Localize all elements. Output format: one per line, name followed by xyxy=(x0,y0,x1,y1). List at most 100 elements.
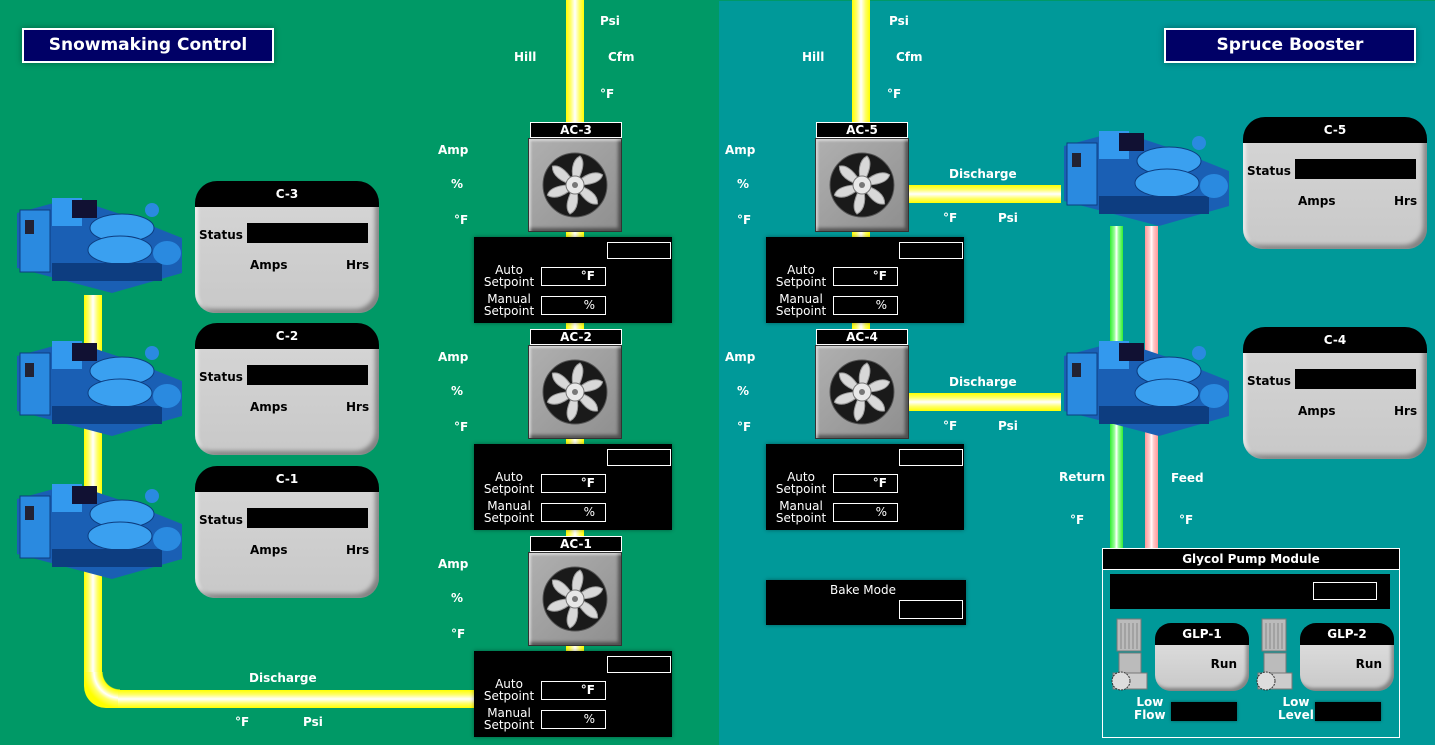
ac2-auto-setpoint-input[interactable]: °F xyxy=(541,474,606,493)
auto-label: Auto xyxy=(787,263,815,277)
amps-label: Amps xyxy=(1298,194,1336,208)
fan-icon xyxy=(542,566,608,632)
spruce-booster-title: Spruce Booster xyxy=(1164,28,1416,63)
ac3-manual-setpoint-input[interactable]: % xyxy=(541,296,606,315)
auto-label: Auto xyxy=(787,470,815,484)
discharge-pipe xyxy=(118,690,474,708)
ac4-amp-label: Amp xyxy=(725,350,756,364)
status-label: Status xyxy=(199,228,243,242)
glycol-status-display xyxy=(1110,574,1390,609)
compressor-card-c5[interactable]: C-5 Status Amps Hrs xyxy=(1243,117,1427,251)
pump-card-glp2[interactable]: GLP-2 Run xyxy=(1300,623,1394,691)
ac5-fan-button[interactable] xyxy=(815,138,909,232)
status-label: Status xyxy=(1247,374,1291,388)
return-label: Return xyxy=(1059,470,1106,484)
setpoint-label: Setpoint xyxy=(483,718,535,732)
ac5-temp-label: °F xyxy=(737,213,752,227)
ac4-auto-setpoint-input[interactable]: °F xyxy=(833,474,898,493)
setpoint-label: Setpoint xyxy=(483,689,535,703)
ac1-status-field[interactable] xyxy=(607,656,671,673)
hill-temp-label: °F xyxy=(887,87,902,101)
compressor-card-c3[interactable]: C-3 Status Amps Hrs xyxy=(195,181,379,315)
ac1-temp-label: °F xyxy=(451,627,466,641)
ac5-amp-label: Amp xyxy=(725,143,756,157)
auto-label: Auto xyxy=(495,470,523,484)
ac4-discharge-pipe xyxy=(909,393,1061,411)
low-level-indicator xyxy=(1315,702,1381,721)
fan-icon xyxy=(829,359,895,425)
ac5-status-field[interactable] xyxy=(899,242,963,259)
compressor-card-c4[interactable]: C-4 Status Amps Hrs xyxy=(1243,327,1427,461)
pump-card-glp1[interactable]: GLP-1 Run xyxy=(1155,623,1249,691)
fan-icon xyxy=(542,152,608,218)
fan-icon xyxy=(542,359,608,425)
ac2-temp-label: °F xyxy=(454,420,469,434)
compressor-c3-image xyxy=(17,198,182,293)
ac1-tag: AC-1 xyxy=(530,536,622,552)
compressor-name: C-4 xyxy=(1243,327,1427,353)
manual-label: Manual xyxy=(779,499,823,513)
hrs-label: Hrs xyxy=(346,258,370,272)
ac3-pct-label: % xyxy=(451,177,464,191)
auto-label: Auto xyxy=(495,677,523,691)
setpoint-label: Setpoint xyxy=(775,304,827,318)
compressor-card-c1[interactable]: C-1 Status Amps Hrs xyxy=(195,466,379,600)
hrs-label: Hrs xyxy=(1394,404,1418,418)
spruce-booster-pane: Spruce Booster Psi Hill Cfm °F Discharge… xyxy=(719,0,1435,745)
pipe-segment xyxy=(852,322,870,332)
pump-name: GLP-2 xyxy=(1300,623,1394,645)
ac2-fan-button[interactable] xyxy=(528,345,622,439)
low-flow-indicator xyxy=(1171,702,1237,721)
ac2-status-field[interactable] xyxy=(607,449,671,466)
ac3-fan-button[interactable] xyxy=(528,138,622,232)
hill-label: Hill xyxy=(514,50,537,64)
bake-mode-field[interactable] xyxy=(899,600,963,619)
fan-icon xyxy=(829,152,895,218)
snowmaking-control-title: Snowmaking Control xyxy=(22,28,274,63)
ac1-pct-label: % xyxy=(451,591,464,605)
ac3-amp-label: Amp xyxy=(438,143,469,157)
status-label: Status xyxy=(199,513,243,527)
ac1-fan-button[interactable] xyxy=(528,552,622,646)
ac3-status-field[interactable] xyxy=(607,242,671,259)
setpoint-label: Setpoint xyxy=(483,304,535,318)
manual-label: Manual xyxy=(487,499,531,513)
glycol-pump-module: Glycol Pump Module GLP-1 Run GLP-2 xyxy=(1102,548,1400,738)
compressor-card-c2[interactable]: C-2 Status Amps Hrs xyxy=(195,323,379,457)
setpoint-label: Setpoint xyxy=(775,482,827,496)
hill-psi-label: Psi xyxy=(889,14,909,28)
pipe-elbow xyxy=(84,672,120,708)
ac1-amp-label: Amp xyxy=(438,557,469,571)
status-label: Status xyxy=(1247,164,1291,178)
ac3-auto-setpoint-input[interactable]: °F xyxy=(541,267,606,286)
pump-run-label: Run xyxy=(1355,657,1382,671)
auto-label: Auto xyxy=(495,263,523,277)
glycol-status-field[interactable] xyxy=(1313,582,1377,600)
pipe-segment xyxy=(566,230,584,238)
ac2-amp-label: Amp xyxy=(438,350,469,364)
ac5-manual-setpoint-input[interactable]: % xyxy=(833,296,898,315)
pump-motor-icon xyxy=(1256,618,1293,691)
hill-cfm-label: Cfm xyxy=(608,50,635,64)
low-text: Low xyxy=(1282,695,1310,709)
ac4-discharge-psi: Psi xyxy=(998,419,1018,433)
hill-pipe xyxy=(566,0,584,124)
ac5-auto-setpoint-input[interactable]: °F xyxy=(833,267,898,286)
flow-text: Flow xyxy=(1134,708,1166,722)
ac4-status-field[interactable] xyxy=(899,449,963,466)
bake-mode-panel: Bake Mode xyxy=(766,580,966,625)
pump-run-label: Run xyxy=(1210,657,1237,671)
ac1-auto-setpoint-input[interactable]: °F xyxy=(541,681,606,700)
glycol-module-title: Glycol Pump Module xyxy=(1103,549,1399,570)
ac5-discharge-temp: °F xyxy=(943,211,958,225)
ac2-manual-setpoint-input[interactable]: % xyxy=(541,503,606,522)
ac3-temp-label: °F xyxy=(454,213,469,227)
ac5-tag: AC-5 xyxy=(816,122,908,138)
hill-pipe xyxy=(852,0,870,124)
ac4-fan-button[interactable] xyxy=(815,345,909,439)
ac4-manual-setpoint-input[interactable]: % xyxy=(833,503,898,522)
ac1-manual-setpoint-input[interactable]: % xyxy=(541,710,606,729)
